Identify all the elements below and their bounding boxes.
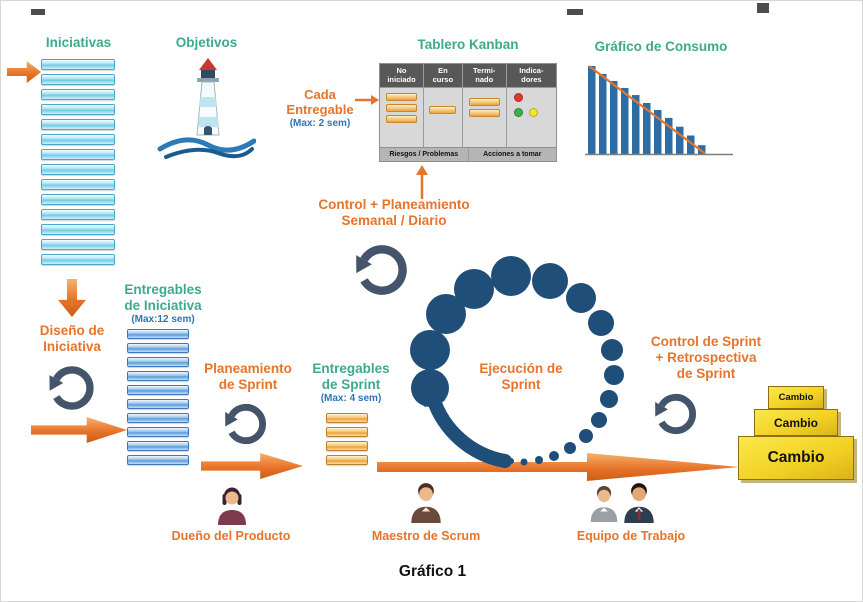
entregables-sprint-label: Entregables de Sprint bbox=[312, 361, 390, 392]
kanban-column-header: En curso bbox=[424, 64, 462, 88]
product-owner-icon bbox=[218, 487, 246, 525]
scrum-master-label: Maestro de Scrum bbox=[371, 529, 481, 543]
control-sprint-label: Control de Sprint + Retrospectiva de Spr… bbox=[650, 334, 762, 381]
kanban-cards-en-curso bbox=[424, 88, 462, 147]
scrum-master-icon bbox=[411, 483, 441, 523]
sprint-ring bbox=[410, 256, 624, 468]
control-planeamiento-label: Control + Planeamiento Semanal / Diario bbox=[318, 197, 470, 228]
cycle-arrow-control-sprint bbox=[655, 393, 696, 435]
kanban-column-header: Indica- dores bbox=[506, 64, 556, 88]
cycle-arrow-planeamiento-sprint bbox=[225, 403, 266, 445]
down-arrow bbox=[58, 279, 86, 317]
cycle-arrow-control-planeamiento bbox=[356, 245, 407, 295]
entregables-iniciativa-note: Entregables de Iniciativa (Max:12 sem) bbox=[107, 282, 219, 326]
cada-entregable-max: (Max: 2 sem) bbox=[289, 117, 351, 129]
kanban-title: Tablero Kanban bbox=[417, 37, 519, 52]
entregables-sprint-max: (Max: 4 sem) bbox=[320, 392, 382, 404]
kanban-board: No iniciado En curso Termi- nado Indica-… bbox=[379, 63, 557, 162]
burndown-bars bbox=[588, 65, 706, 155]
cycle-arrow-diseno bbox=[49, 366, 94, 410]
team-label: Equipo de Trabajo bbox=[576, 529, 686, 543]
kanban-column-en-curso: En curso bbox=[424, 64, 463, 147]
iniciativas-title: Iniciativas bbox=[45, 35, 112, 50]
kanban-cards-terminado bbox=[462, 88, 506, 147]
kanban-footer-acciones: Acciones a tomar bbox=[468, 148, 556, 161]
scan-artifact bbox=[757, 3, 769, 13]
scan-artifact bbox=[567, 9, 583, 15]
kanban-footer: Riesgos / Problemas Acciones a tomar bbox=[380, 147, 556, 161]
kanban-column-indicadores: Indica- dores bbox=[506, 64, 556, 147]
diseno-iniciativa-label: Diseño de Iniciativa bbox=[39, 323, 105, 354]
kanban-column-terminado: Termi- nado bbox=[462, 64, 507, 147]
entregables-iniciativa-stack bbox=[127, 329, 189, 465]
team-member-icon bbox=[624, 483, 654, 523]
consumo-title: Gráfico de Consumo bbox=[594, 39, 728, 54]
product-owner-label: Dueño del Producto bbox=[171, 529, 291, 543]
inbound-arrow bbox=[7, 61, 41, 83]
lighthouse-icon bbox=[157, 58, 256, 159]
planeamiento-sprint-label: Planeamiento de Sprint bbox=[204, 361, 292, 392]
cada-entregable-label: Cada Entregable bbox=[286, 87, 354, 118]
objetivos-title: Objetivos bbox=[175, 35, 238, 50]
entregables-iniciativa-label: Entregables de Iniciativa bbox=[124, 282, 202, 313]
flow-arrow-1 bbox=[31, 417, 127, 443]
arrow-to-board-icon bbox=[355, 95, 379, 105]
entregables-sprint-note: Entregables de Sprint (Max: 4 sem) bbox=[303, 361, 399, 405]
kanban-indicators bbox=[506, 88, 556, 147]
kanban-column-header: Termi- nado bbox=[462, 64, 506, 88]
kanban-footer-riesgos: Riesgos / Problemas bbox=[380, 148, 469, 161]
burndown-chart bbox=[585, 65, 733, 156]
cambio-box-bottom: Cambio bbox=[738, 436, 854, 480]
cada-entregable-note: Cada Entregable (Max: 2 sem) bbox=[284, 87, 356, 129]
figure-caption: Gráfico 1 bbox=[398, 563, 467, 580]
cambio-box-middle: Cambio bbox=[754, 409, 838, 436]
kanban-cards-no-iniciado bbox=[380, 88, 423, 147]
indicator-yellow-dot bbox=[528, 108, 538, 117]
flow-arrow-2 bbox=[201, 453, 303, 479]
scan-artifact bbox=[31, 9, 45, 15]
cambio-box-top: Cambio bbox=[768, 386, 824, 409]
kanban-column-no-iniciado: No iniciado bbox=[380, 64, 424, 147]
indicator-green-dot bbox=[513, 108, 523, 117]
ejecucion-sprint-label: Ejecución de Sprint bbox=[479, 361, 563, 392]
team-member-icon bbox=[590, 485, 618, 522]
indicator-red-dot bbox=[513, 93, 523, 102]
iniciativas-stack bbox=[41, 59, 115, 265]
kanban-column-header: No iniciado bbox=[380, 64, 423, 88]
kanban-grid: No iniciado En curso Termi- nado Indica-… bbox=[380, 64, 556, 147]
arrow-up-to-board-icon bbox=[416, 165, 428, 199]
entregables-sprint-stack bbox=[326, 413, 368, 465]
entregables-iniciativa-max: (Max:12 sem) bbox=[131, 313, 195, 325]
